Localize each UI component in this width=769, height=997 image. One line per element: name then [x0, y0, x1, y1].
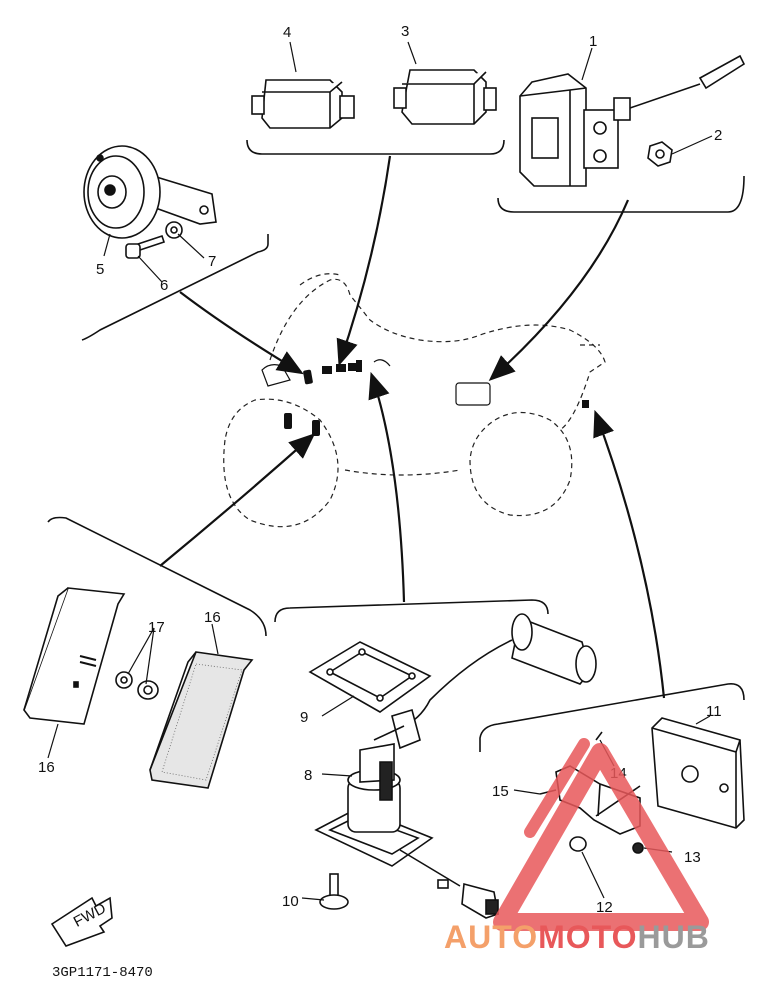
- gasket-9-drawing: [308, 641, 432, 713]
- connector-drawing: [461, 882, 499, 919]
- label-part-1: 1: [589, 33, 597, 50]
- callout-leaders: [47, 41, 713, 901]
- label-part-3: 3: [401, 23, 409, 40]
- washer-7-drawing: [165, 221, 183, 239]
- warning-triangle-icon: [493, 743, 709, 931]
- nut-2-drawing: [647, 141, 673, 167]
- group-brackets: [47, 139, 745, 752]
- relay-4-drawing: [251, 79, 355, 129]
- label-part-8: 8: [304, 767, 312, 784]
- fuel-float-drawing: [399, 613, 597, 729]
- label-part-15: 15: [492, 783, 509, 800]
- bolt-6-drawing: [125, 234, 166, 259]
- module-11-drawing: [651, 717, 745, 829]
- label-part-7: 7: [208, 253, 216, 270]
- label-part-17: 17: [148, 619, 165, 636]
- fwd-arrow-icon: [50, 896, 113, 947]
- watermark-auto: AUTO: [444, 919, 538, 955]
- horn-5-drawing: [83, 145, 217, 239]
- reflector-16-right-drawing: [149, 651, 254, 789]
- reflector-16-left-drawing: [23, 587, 126, 725]
- label-part-6: 6: [160, 277, 168, 294]
- nuts-17-drawing: [115, 671, 159, 700]
- motorcycle-outline: [223, 273, 606, 528]
- label-part-16b: 16: [204, 609, 221, 626]
- label-part-4: 4: [283, 24, 291, 41]
- label-part-9: 9: [300, 709, 308, 726]
- label-part-12: 12: [596, 899, 613, 916]
- leader-lines: [159, 155, 666, 699]
- label-part-11: 11: [706, 703, 722, 720]
- starter-relay-1-drawing: [519, 54, 746, 187]
- watermark-moto: MOTO: [538, 919, 637, 955]
- watermark-logo: [493, 738, 709, 931]
- screw-10-drawing: [319, 873, 349, 910]
- label-part-16a: 16: [38, 759, 55, 776]
- label-part-5: 5: [96, 261, 104, 278]
- label-part-10: 10: [282, 893, 299, 910]
- fuel-pump-8-drawing: [314, 708, 461, 889]
- label-part-13: 13: [684, 849, 701, 866]
- watermark-hub: HUB: [637, 919, 709, 955]
- location-markers: [284, 360, 589, 436]
- label-part-2: 2: [714, 127, 722, 144]
- diagram-code: 3GP1171-8470: [52, 965, 153, 981]
- relay-3-drawing: [393, 69, 497, 125]
- location-parts: [261, 359, 491, 406]
- watermark-text: AUTOMOTOHUB: [444, 919, 710, 955]
